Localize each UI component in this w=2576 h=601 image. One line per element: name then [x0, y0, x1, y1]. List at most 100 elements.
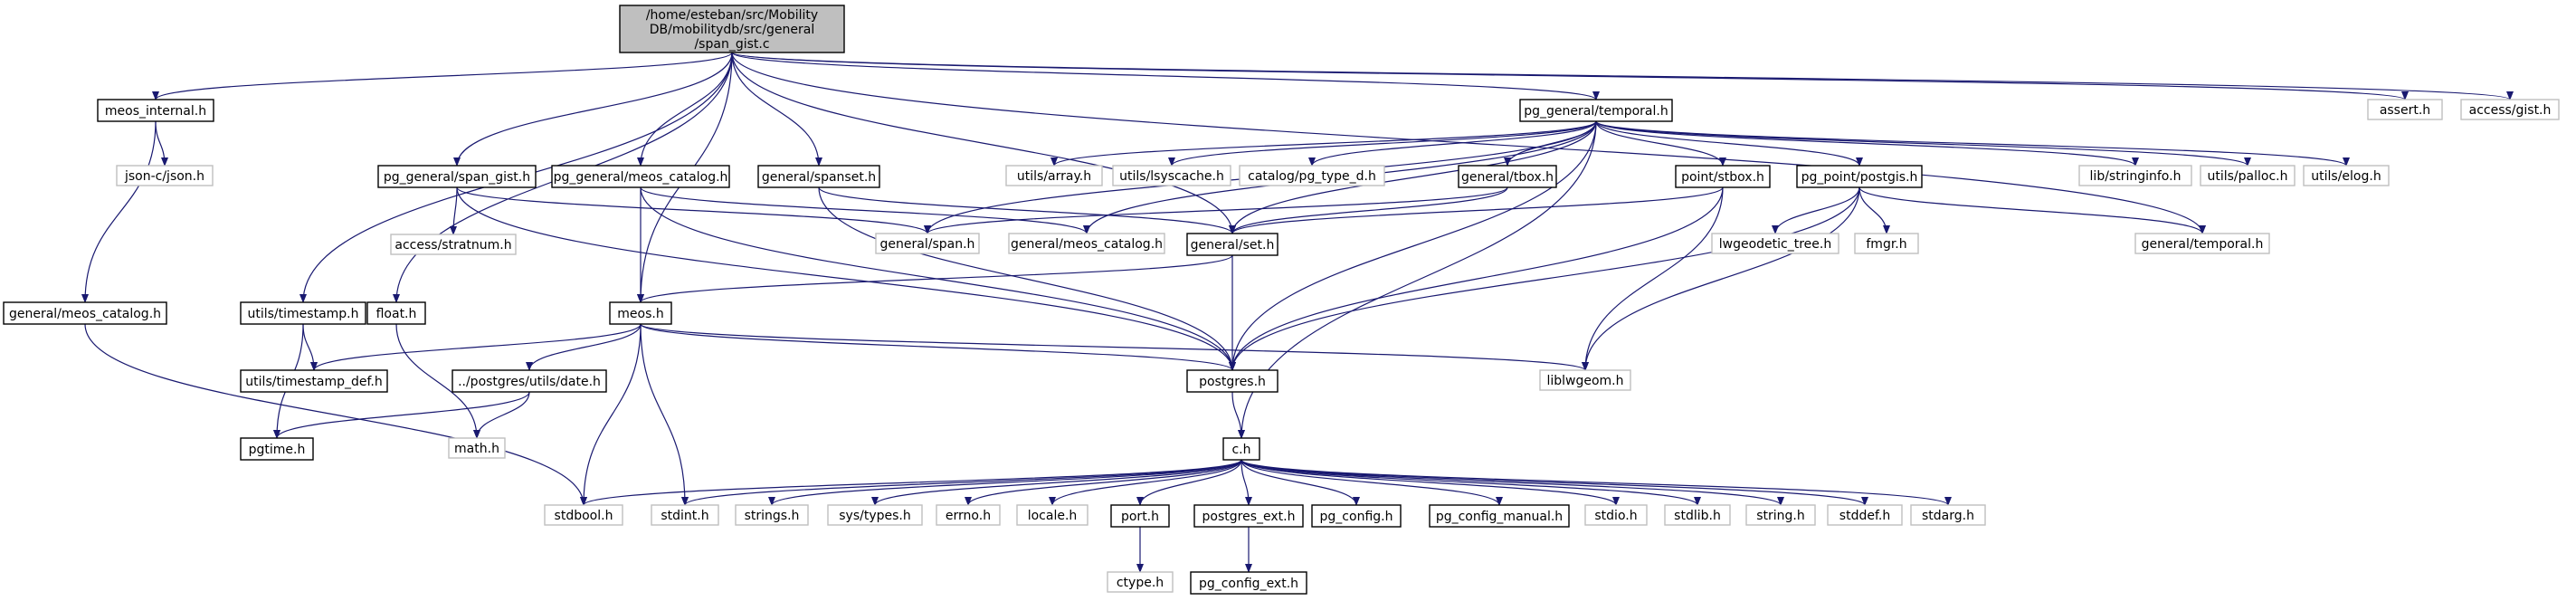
- node-label: access/stratnum.h: [394, 238, 511, 253]
- node-port-h[interactable]: port.h: [1110, 504, 1170, 528]
- node-meos-h[interactable]: meos.h: [609, 301, 672, 325]
- node-box: [1112, 165, 1231, 186]
- edge-float-h-to-math-h: [395, 323, 480, 439]
- node-label: port.h: [1121, 510, 1159, 524]
- edge-meos-h-to-utils-timestamp-def-h: [310, 323, 642, 371]
- node-box: [366, 301, 426, 325]
- node-catalog-pg-type-d-h: catalog/pg_type_d.h: [1239, 165, 1385, 186]
- node-pg-config-manual-h[interactable]: pg_config_manual.h: [1429, 504, 1570, 528]
- node-box: [1222, 437, 1260, 461]
- node-postgres-utils-date-h[interactable]: ../postgres/utils/date.h: [452, 369, 607, 393]
- edge-pg-general-temporal-h-to-postgres-h: [1229, 120, 1597, 371]
- edge-meos-h-to-stdint-h: [640, 323, 689, 506]
- node-box: [1429, 504, 1570, 528]
- node-box: [1675, 165, 1771, 188]
- node-box: [551, 165, 730, 188]
- node-box: [1311, 504, 1402, 528]
- node-box: [3, 301, 167, 325]
- node-pg-general-span-gist-h[interactable]: pg_general/span_gist.h: [377, 165, 537, 188]
- node-box: [1910, 504, 1986, 526]
- node-label: stdio.h: [1594, 509, 1637, 523]
- node-utils-lsyscache-h: utils/lsyscache.h: [1112, 165, 1231, 186]
- node-label: stddef.h: [1839, 509, 1890, 523]
- node-general-set-h[interactable]: general/set.h: [1186, 233, 1278, 256]
- node-general-meos-catalog-mid: general/meos_catalog.h: [1008, 233, 1165, 254]
- node-label: locale.h: [1028, 509, 1078, 523]
- edge-pg-general-span-gist-h-to-general-span-h: [456, 186, 931, 234]
- node-box: [1539, 369, 1631, 391]
- node-lwgeodetic-tree-h: lwgeodetic_tree.h: [1711, 233, 1839, 254]
- node-c-h[interactable]: c.h: [1222, 437, 1260, 461]
- node-box: [1711, 233, 1839, 254]
- node-box: [1239, 165, 1385, 186]
- node-math-h: math.h: [448, 437, 506, 459]
- node-label: strings.h: [745, 509, 800, 523]
- node-utils-timestamp-h[interactable]: utils/timestamp.h: [240, 301, 366, 325]
- node-box: [827, 504, 923, 526]
- node-box: [452, 369, 607, 393]
- node-box: [757, 165, 880, 188]
- node-utils-palloc-h: utils/palloc.h: [2200, 165, 2296, 186]
- edge-pg-general-temporal-h-to-catalog-pg-type-d-h: [1308, 120, 1597, 167]
- node-postgres-ext-h[interactable]: postgres_ext.h: [1193, 504, 1304, 528]
- node-label: utils/lsyscache.h: [1119, 169, 1224, 184]
- node-label: errno.h: [946, 509, 991, 523]
- edges-layer: [81, 52, 2514, 573]
- edge-utils-timestamp-h-to-utils-timestamp-def-h: [302, 323, 318, 371]
- node-box: [2460, 99, 2560, 120]
- node-label: meos_internal.h: [105, 104, 206, 119]
- node-pgtime-h[interactable]: pgtime.h: [240, 437, 314, 461]
- node-utils-timestamp-def-h[interactable]: utils/timestamp_def.h: [240, 369, 388, 393]
- node-box: [1193, 504, 1304, 528]
- edge-general-spanset-h-to-general-set-h: [818, 186, 1236, 234]
- edge-meos-internal-h-to-json-h: [155, 120, 168, 167]
- node-pg-config-ext-h[interactable]: pg_config_ext.h: [1190, 571, 1307, 595]
- node-box: [2078, 165, 2192, 186]
- edge-c-h-to-strings-h: [768, 459, 1242, 506]
- node-box: [619, 5, 845, 53]
- node-general-tbox-h[interactable]: general/tbox.h: [1458, 165, 1557, 188]
- node-label: postgres.h: [1199, 375, 1266, 389]
- node-meos-internal-h[interactable]: meos_internal.h: [97, 99, 214, 122]
- node-point-stbox-h[interactable]: point/stbox.h: [1675, 165, 1771, 188]
- node-access-gist-h: access/gist.h: [2460, 99, 2560, 120]
- node-label: general/meos_catalog.h: [9, 307, 161, 321]
- node-postgres-h[interactable]: postgres.h: [1186, 369, 1278, 393]
- node-pg-general-meos-catalog-h[interactable]: pg_general/meos_catalog.h: [551, 165, 730, 188]
- node-fmgr-h: fmgr.h: [1854, 233, 1919, 254]
- node-pg-general-temporal-h[interactable]: pg_general/temporal.h: [1519, 99, 1673, 122]
- edge-postgres-h-to-c-h: [1231, 391, 1245, 439]
- edge-pg-general-temporal-h-to-lib-stringinfo-h: [1595, 120, 2139, 167]
- node-root[interactable]: /home/esteban/src/MobilityDB/mobilitydb/…: [619, 5, 845, 53]
- node-label: pg_general/span_gist.h: [384, 170, 530, 185]
- node-box: [1107, 571, 1174, 593]
- node-float-h[interactable]: float.h: [366, 301, 426, 325]
- node-label: access/gist.h: [2469, 103, 2552, 118]
- edge-meos-h-to-postgres-utils-date-h: [526, 323, 642, 371]
- node-box: [1745, 504, 1816, 526]
- edge-pg-general-temporal-h-to-utils-lsyscache-h: [1168, 120, 1597, 167]
- nodes-layer: /home/esteban/src/MobilityDB/mobilitydb/…: [3, 5, 2560, 595]
- edge-pg-general-span-gist-h-to-postgres-h: [456, 186, 1236, 371]
- node-box: [1519, 99, 1673, 122]
- node-label: stdint.h: [661, 509, 708, 523]
- node-box: [936, 504, 1001, 526]
- node-general-spanset-h[interactable]: general/spanset.h: [757, 165, 880, 188]
- node-lib-stringinfo-h: lib/stringinfo.h: [2078, 165, 2192, 186]
- node-label: sys/types.h: [839, 509, 910, 523]
- node-label: stdbool.h: [555, 509, 613, 523]
- node-label: math.h: [454, 442, 499, 456]
- node-box: [1796, 165, 1923, 188]
- node-stdbool-h: stdbool.h: [544, 504, 623, 526]
- node-general-meos-catalog-left[interactable]: general/meos_catalog.h: [3, 301, 167, 325]
- node-pg-point-postgis-h[interactable]: pg_point/postgis.h: [1796, 165, 1923, 188]
- node-label: ../postgres/utils/date.h: [458, 375, 601, 389]
- node-pg-config-h[interactable]: pg_config.h: [1311, 504, 1402, 528]
- node-label: stdlib.h: [1674, 509, 1721, 523]
- node-box: [390, 234, 517, 255]
- edge-c-h-to-stdbool-h: [580, 459, 1242, 506]
- edge-pg-general-temporal-h-to-point-stbox-h: [1595, 120, 1726, 167]
- node-sys-types-h: sys/types.h: [827, 504, 923, 526]
- node-box: [1186, 233, 1278, 256]
